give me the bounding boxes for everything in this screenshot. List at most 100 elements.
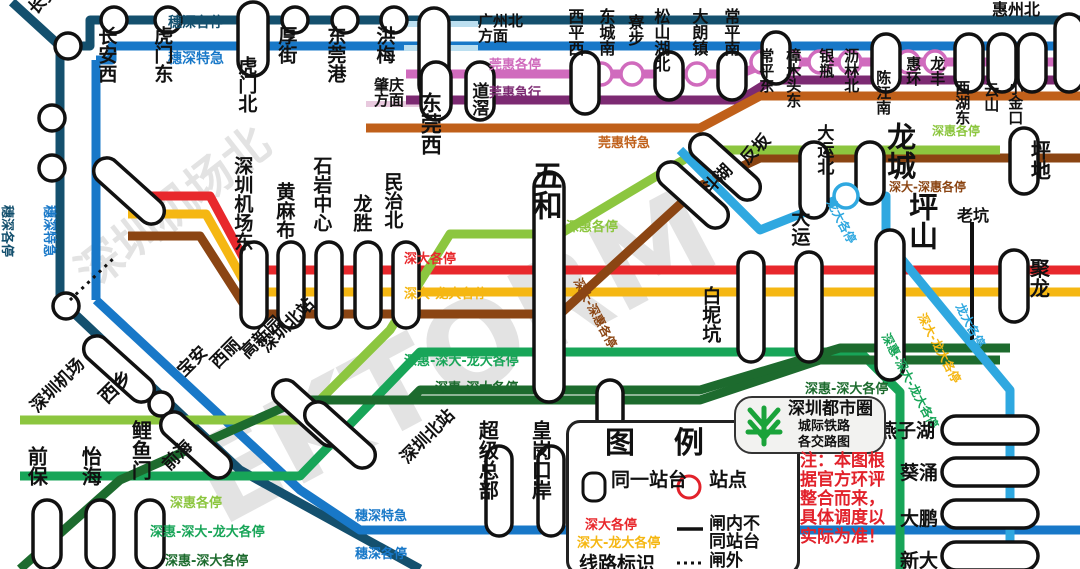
station-label: 东城南: [596, 8, 616, 56]
station-pill: [1053, 12, 1080, 94]
station-circle: [99, 5, 129, 35]
legend-outside-gate-label: 闸外: [709, 551, 743, 569]
station-label: 老坑: [957, 206, 990, 225]
legend-inside-gate-label: 闸内不 同站台: [709, 514, 760, 553]
station-label: 沥林北: [842, 48, 861, 93]
line-label: 深惠-深大-龙大各停: [150, 525, 265, 540]
station-pill: [31, 498, 63, 569]
badge-line-2: 城际铁路: [798, 419, 851, 434]
station-label: 白坭坑: [699, 286, 722, 343]
station-label: 洪梅: [373, 26, 396, 64]
station-label: 超级总部: [475, 420, 500, 500]
line-label: 莞惠急行: [489, 86, 542, 101]
station-label: 新大: [900, 550, 939, 569]
station-label: 寮步: [625, 14, 645, 46]
station-label: 陈江南: [874, 70, 893, 115]
station-label: 松山湖北: [651, 8, 671, 72]
legend-sample-line-2: 深大-龙大各停: [577, 536, 661, 551]
line-shenda-local: [128, 191, 1080, 275]
station-label: 龙丰: [928, 56, 947, 86]
station-pill: [236, 0, 270, 78]
station-pill: [276, 240, 306, 330]
station-circle: [379, 5, 409, 35]
station-pill: [532, 170, 566, 404]
station-pill: [870, 32, 902, 94]
station-pill: [569, 50, 601, 116]
station-pill: [986, 32, 1018, 94]
station-label: 东莞西: [418, 92, 443, 155]
line-suishen-express: [96, 41, 1080, 65]
station-pill: [940, 498, 1040, 530]
station-pill: [940, 414, 1040, 446]
station-label: 葵涌: [900, 462, 939, 484]
station-pill: [736, 250, 766, 364]
station-label: 西平西: [565, 8, 585, 56]
station-label: 广州北 方面: [478, 12, 524, 46]
station-pill: [874, 228, 906, 382]
station-circle: [280, 5, 310, 35]
line-label: 穗深各停: [168, 15, 224, 31]
station-circle: [53, 31, 83, 61]
station-label: 坪山: [904, 192, 939, 250]
line-label: 深惠-深大各停: [435, 381, 519, 396]
line-label: 深大-龙大各停: [404, 287, 488, 302]
station-pill: [536, 444, 566, 538]
line-label: 穗深各停: [355, 547, 408, 562]
station-pill: [798, 140, 830, 220]
station-pill-angled: [302, 400, 378, 470]
legend-same-platform-label: 同一站台: [611, 469, 688, 491]
station-pill: [1008, 126, 1040, 196]
station-pill-angled: [81, 334, 157, 404]
station-pill: [940, 540, 1040, 569]
station-label: 坪地: [1027, 140, 1052, 180]
station-label: 龙胜: [350, 194, 373, 232]
line-shenhui-shenda-longda: [20, 347, 905, 569]
station-label: 龙城: [882, 122, 917, 180]
station-pill: [1016, 32, 1048, 94]
metro-logo-icon: [745, 405, 783, 447]
station-pill-angled: [687, 132, 763, 202]
station-label: 银瓶: [817, 48, 836, 78]
station-label: 大朗镇: [689, 8, 709, 56]
station-pill: [953, 32, 985, 94]
station-label: 前保: [24, 446, 49, 486]
station-circle: [922, 49, 948, 75]
station-circle: [684, 61, 710, 87]
line-label: 莞惠各停: [489, 58, 542, 73]
station-label: 石岩中心: [310, 156, 333, 232]
line-label: 深大-深惠各停: [889, 180, 966, 194]
station-label: 常平南: [721, 8, 741, 56]
station-label: 长安西: [95, 26, 118, 83]
station-label: 大鹏: [900, 508, 939, 530]
station-pill: [794, 250, 824, 364]
line-shenda-longda: [128, 209, 1080, 297]
station-label: 虎门北: [235, 56, 258, 113]
badge-line-3: 各交路图: [798, 435, 851, 450]
line-label: 深惠-深大各停: [805, 382, 889, 397]
station-pill-angled: [655, 160, 731, 230]
station-pill-angled: [158, 410, 234, 480]
station-label: 怡海: [78, 446, 103, 486]
line-guanhui-texpress: [366, 91, 1080, 133]
station-label: 大运北: [813, 124, 834, 175]
station-pill: [134, 498, 166, 569]
station-circle: [832, 182, 860, 210]
line-label: 穗深特急: [41, 205, 56, 258]
station-pill: [314, 240, 344, 330]
station-label: 厚街: [275, 26, 298, 64]
station-circle: [153, 5, 183, 35]
station-circle: [330, 5, 360, 35]
line-label: 深惠各停: [566, 220, 619, 235]
line-label: 穗深各停: [0, 205, 14, 258]
badge-line-1: 深圳都市圈: [788, 399, 873, 419]
station-label: 民治北: [381, 172, 404, 229]
station-pill: [84, 498, 116, 569]
station-label: 惠州北: [992, 0, 1041, 19]
legend-title: 图 例: [605, 426, 710, 461]
station-circle: [37, 153, 67, 183]
station-label: 大运: [788, 208, 811, 246]
station-pill: [998, 248, 1030, 324]
station-pill: [391, 240, 421, 330]
